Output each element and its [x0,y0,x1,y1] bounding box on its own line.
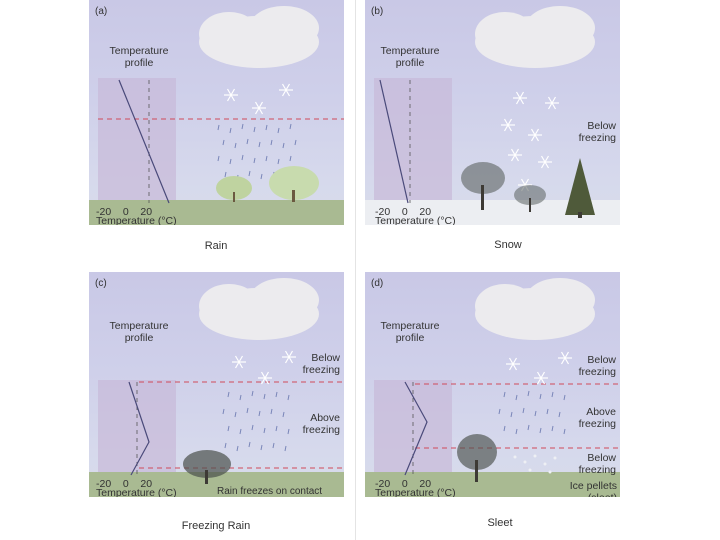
snowflakes [224,84,293,114]
rain-freezes-label: Rain freezes on contact [217,486,322,497]
profile-box [98,78,176,203]
panel-letter: (b) [371,6,383,17]
profile-label: Temperature profile [99,320,179,344]
panel-sleet: (d) Temperature profile Below freezing A… [365,272,620,497]
cloud [199,278,319,340]
panel-a-graphic [89,0,344,225]
caption-freezing-rain: Freezing Rain [116,520,316,532]
panel-c-graphic [89,272,344,497]
trees [216,166,319,202]
snowflakes [501,92,559,191]
axis-label: Temperature (°C) [96,215,177,225]
cloud [475,6,595,68]
axis-label: Temperature (°C) [375,487,456,497]
profile-label: Temperature profile [370,320,450,344]
panel-rain: (a) Temperature profile -20 0 20 Tempera… [89,0,344,225]
caption-sleet: Sleet [400,517,600,529]
vertical-divider [355,0,356,540]
cloud [475,278,595,340]
profile-box [98,380,176,475]
cloud [199,6,319,68]
panel-letter: (a) [95,6,107,17]
profile-label: Temperature profile [370,45,450,69]
axis-label: Temperature (°C) [96,487,177,497]
panel-letter: (c) [95,278,107,289]
profile-box [374,380,452,475]
caption-rain: Rain [116,240,316,252]
panel-snow: (b) Temperature profile Below freezing -… [365,0,620,225]
raindrops [223,391,289,451]
below-freezing-label-top: Below freezing [560,354,616,378]
ice-pellets-label: Ice pellets (sleet) [553,480,617,497]
raindrops [499,391,565,434]
panel-freezing-rain: (c) Temperature profile Below freezing A… [89,272,344,497]
above-freezing-label: Above freezing [560,406,616,430]
above-freezing-label: Above freezing [284,412,340,436]
ice-pellets [514,455,557,474]
profile-label: Temperature profile [99,45,179,69]
below-freezing-label: Below freezing [284,352,340,376]
below-freezing-label: Below freezing [560,120,616,144]
profile-box [374,78,452,203]
panel-b-graphic [365,0,620,225]
below-freezing-label-bottom: Below freezing [560,452,616,476]
panel-letter: (d) [371,278,383,289]
caption-snow: Snow [408,239,608,251]
axis-label: Temperature (°C) [375,215,456,225]
